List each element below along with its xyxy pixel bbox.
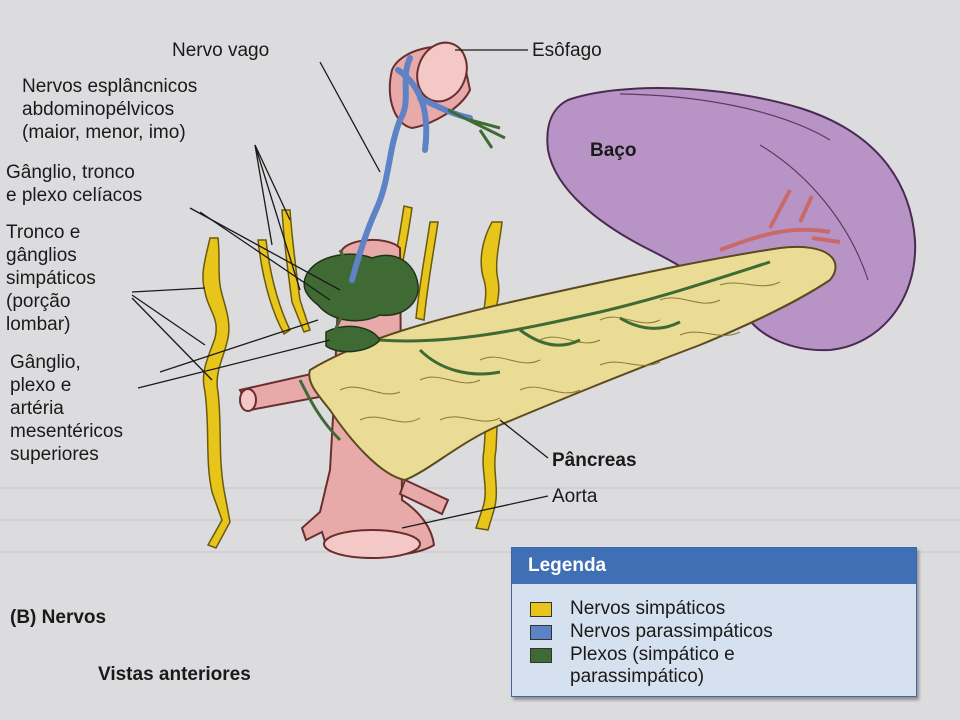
- label-sympathetic-trunk-3: simpáticos: [6, 268, 96, 289]
- label-sympathetic-trunk-4: (porção: [6, 291, 71, 312]
- label-splanchnic-1: Nervos esplâncnicos: [22, 76, 198, 97]
- swatch-sympathetic: [530, 602, 552, 617]
- label-aorta: Aorta: [552, 486, 598, 507]
- label-pancreas: Pâncreas: [552, 450, 637, 471]
- label-mesenteric-5: superiores: [10, 444, 99, 465]
- label-celiac-1: Gânglio, tronco: [6, 162, 135, 183]
- label-vagus-nerve: Nervo vago: [172, 40, 270, 61]
- legend: Legenda Nervos simpáticos Nervos parassi…: [511, 547, 917, 697]
- pancreas: [308, 245, 837, 482]
- gastric-branches: [447, 108, 506, 149]
- label-spleen: Baço: [590, 140, 637, 161]
- label-mesenteric-3: artéria: [10, 398, 64, 419]
- label-mesenteric-2: plexo e: [10, 375, 72, 396]
- panel-label: (B) Nervos: [10, 607, 107, 628]
- legend-text-plexus: Plexos (simpático e: [570, 644, 735, 665]
- label-esophagus: Esôfago: [532, 40, 602, 61]
- legend-text-parasympathetic: Nervos parassimpáticos: [570, 621, 773, 642]
- leader-lines: [131, 49, 549, 529]
- label-sympathetic-trunk-5: lombar): [6, 314, 71, 335]
- legend-text-sympathetic: Nervos simpáticos: [570, 598, 726, 619]
- swatch-parasympathetic: [530, 625, 552, 640]
- vagus-nerve: [349, 55, 473, 283]
- label-splanchnic-3: (maior, menor, imo): [22, 122, 186, 143]
- legend-text-plexus-2: parassimpático): [570, 666, 705, 687]
- plexus: [298, 249, 771, 442]
- label-celiac-2: e plexo celíacos: [6, 185, 143, 206]
- label-sympathetic-trunk-1: Tronco e: [6, 222, 81, 243]
- swatch-plexus: [530, 648, 552, 663]
- label-mesenteric-4: mesentéricos: [10, 421, 123, 442]
- splenic-artery: [719, 189, 841, 252]
- label-sympathetic-trunk-2: gânglios: [6, 245, 77, 266]
- subtitle: Vistas anteriores: [98, 664, 251, 685]
- label-splanchnic-2: abdominopélvicos: [22, 99, 175, 120]
- legend-title: Legenda: [512, 548, 916, 584]
- label-mesenteric-1: Gânglio,: [10, 352, 81, 373]
